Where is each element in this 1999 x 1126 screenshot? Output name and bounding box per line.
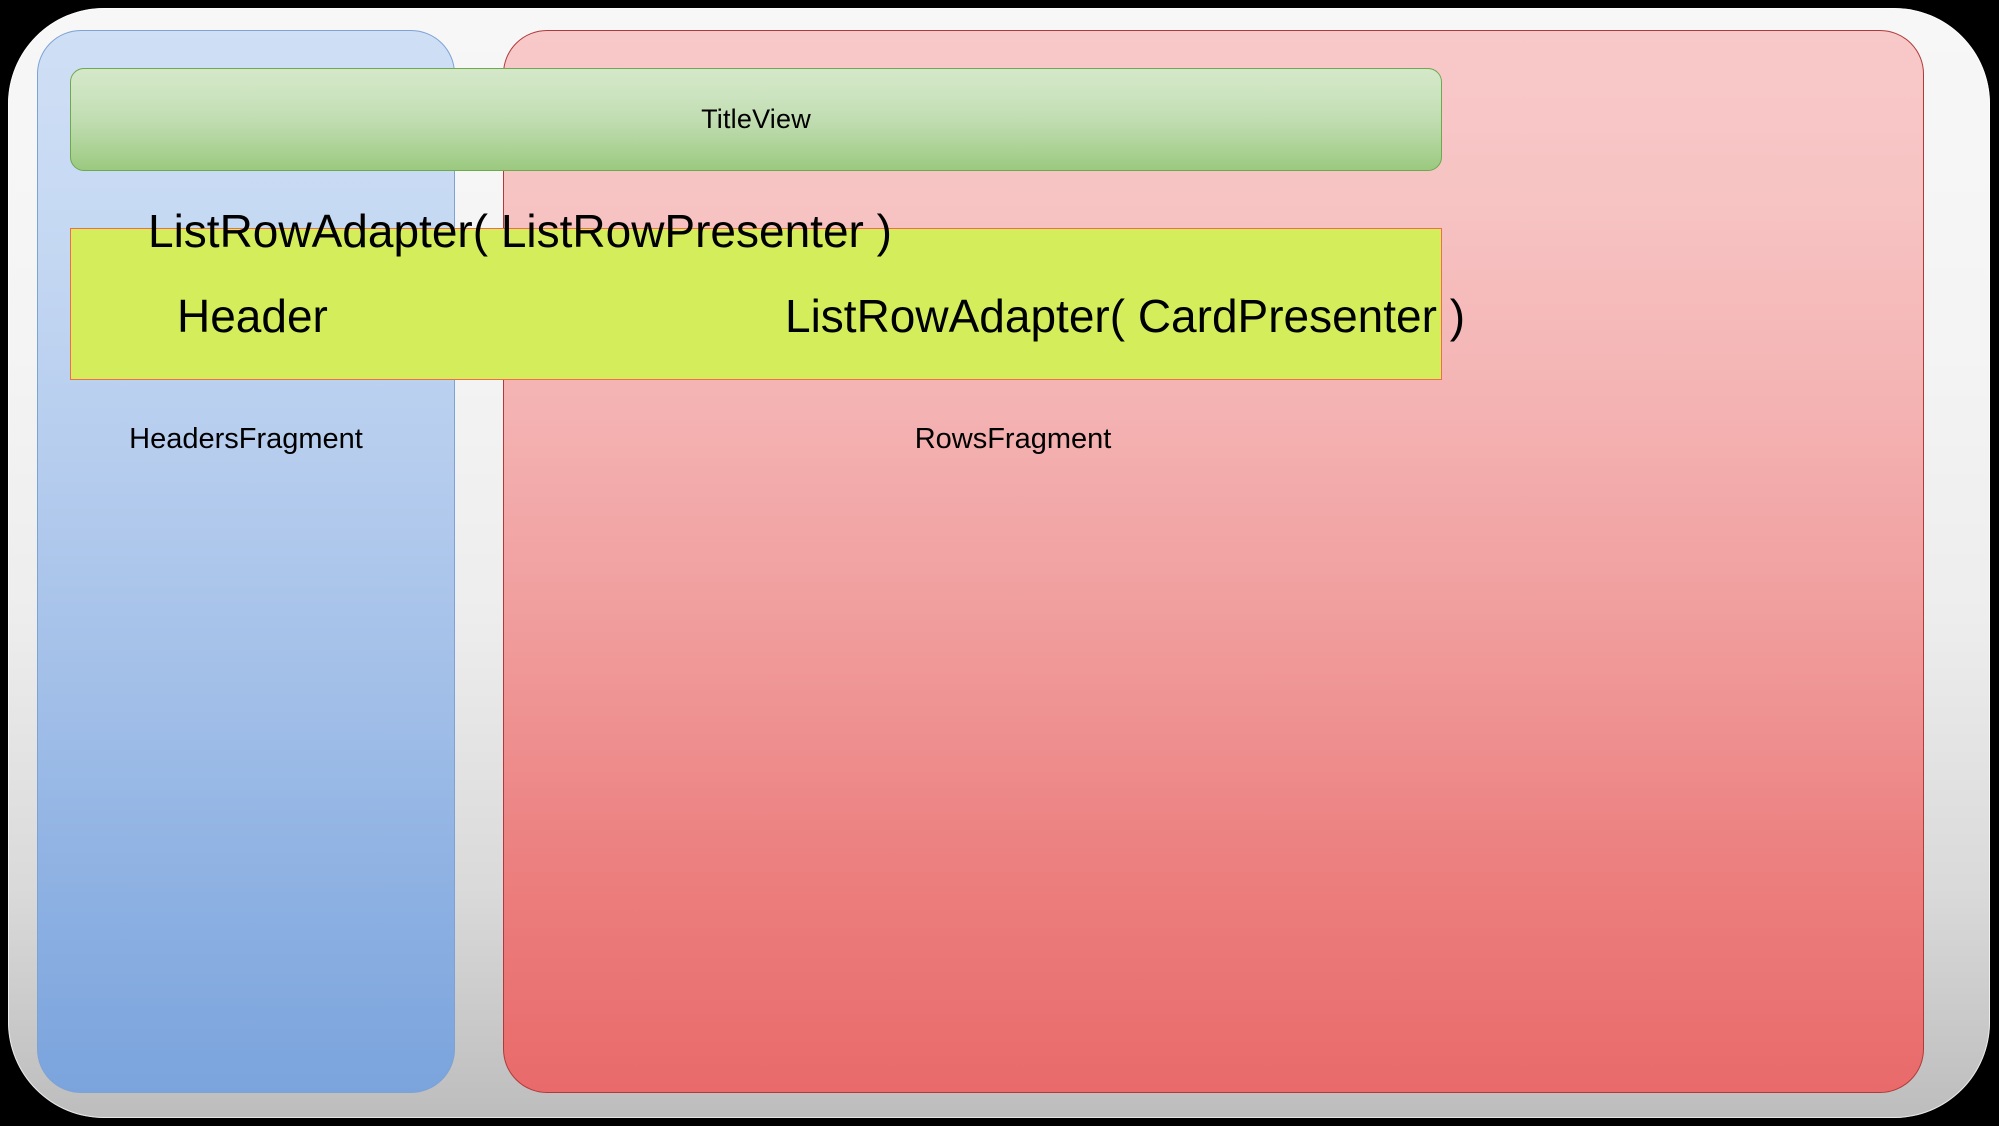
- headers-fragment-pane: [37, 30, 455, 1093]
- list-row-adapter-box: [70, 228, 1442, 380]
- title-view-bar: TitleView: [70, 68, 1442, 171]
- header-label: Header: [177, 290, 328, 342]
- rows-fragment-pane: [503, 30, 1924, 1093]
- headers-fragment-caption: HeadersFragment: [129, 423, 363, 455]
- rows-fragment-caption: RowsFragment: [914, 423, 1112, 455]
- title-view-label: TitleView: [701, 104, 811, 134]
- list-row-adapter-list-row-presenter-label: ListRowAdapter( ListRowPresenter ): [148, 205, 892, 257]
- list-row-adapter-card-presenter-label: ListRowAdapter( CardPresenter ): [785, 290, 1466, 342]
